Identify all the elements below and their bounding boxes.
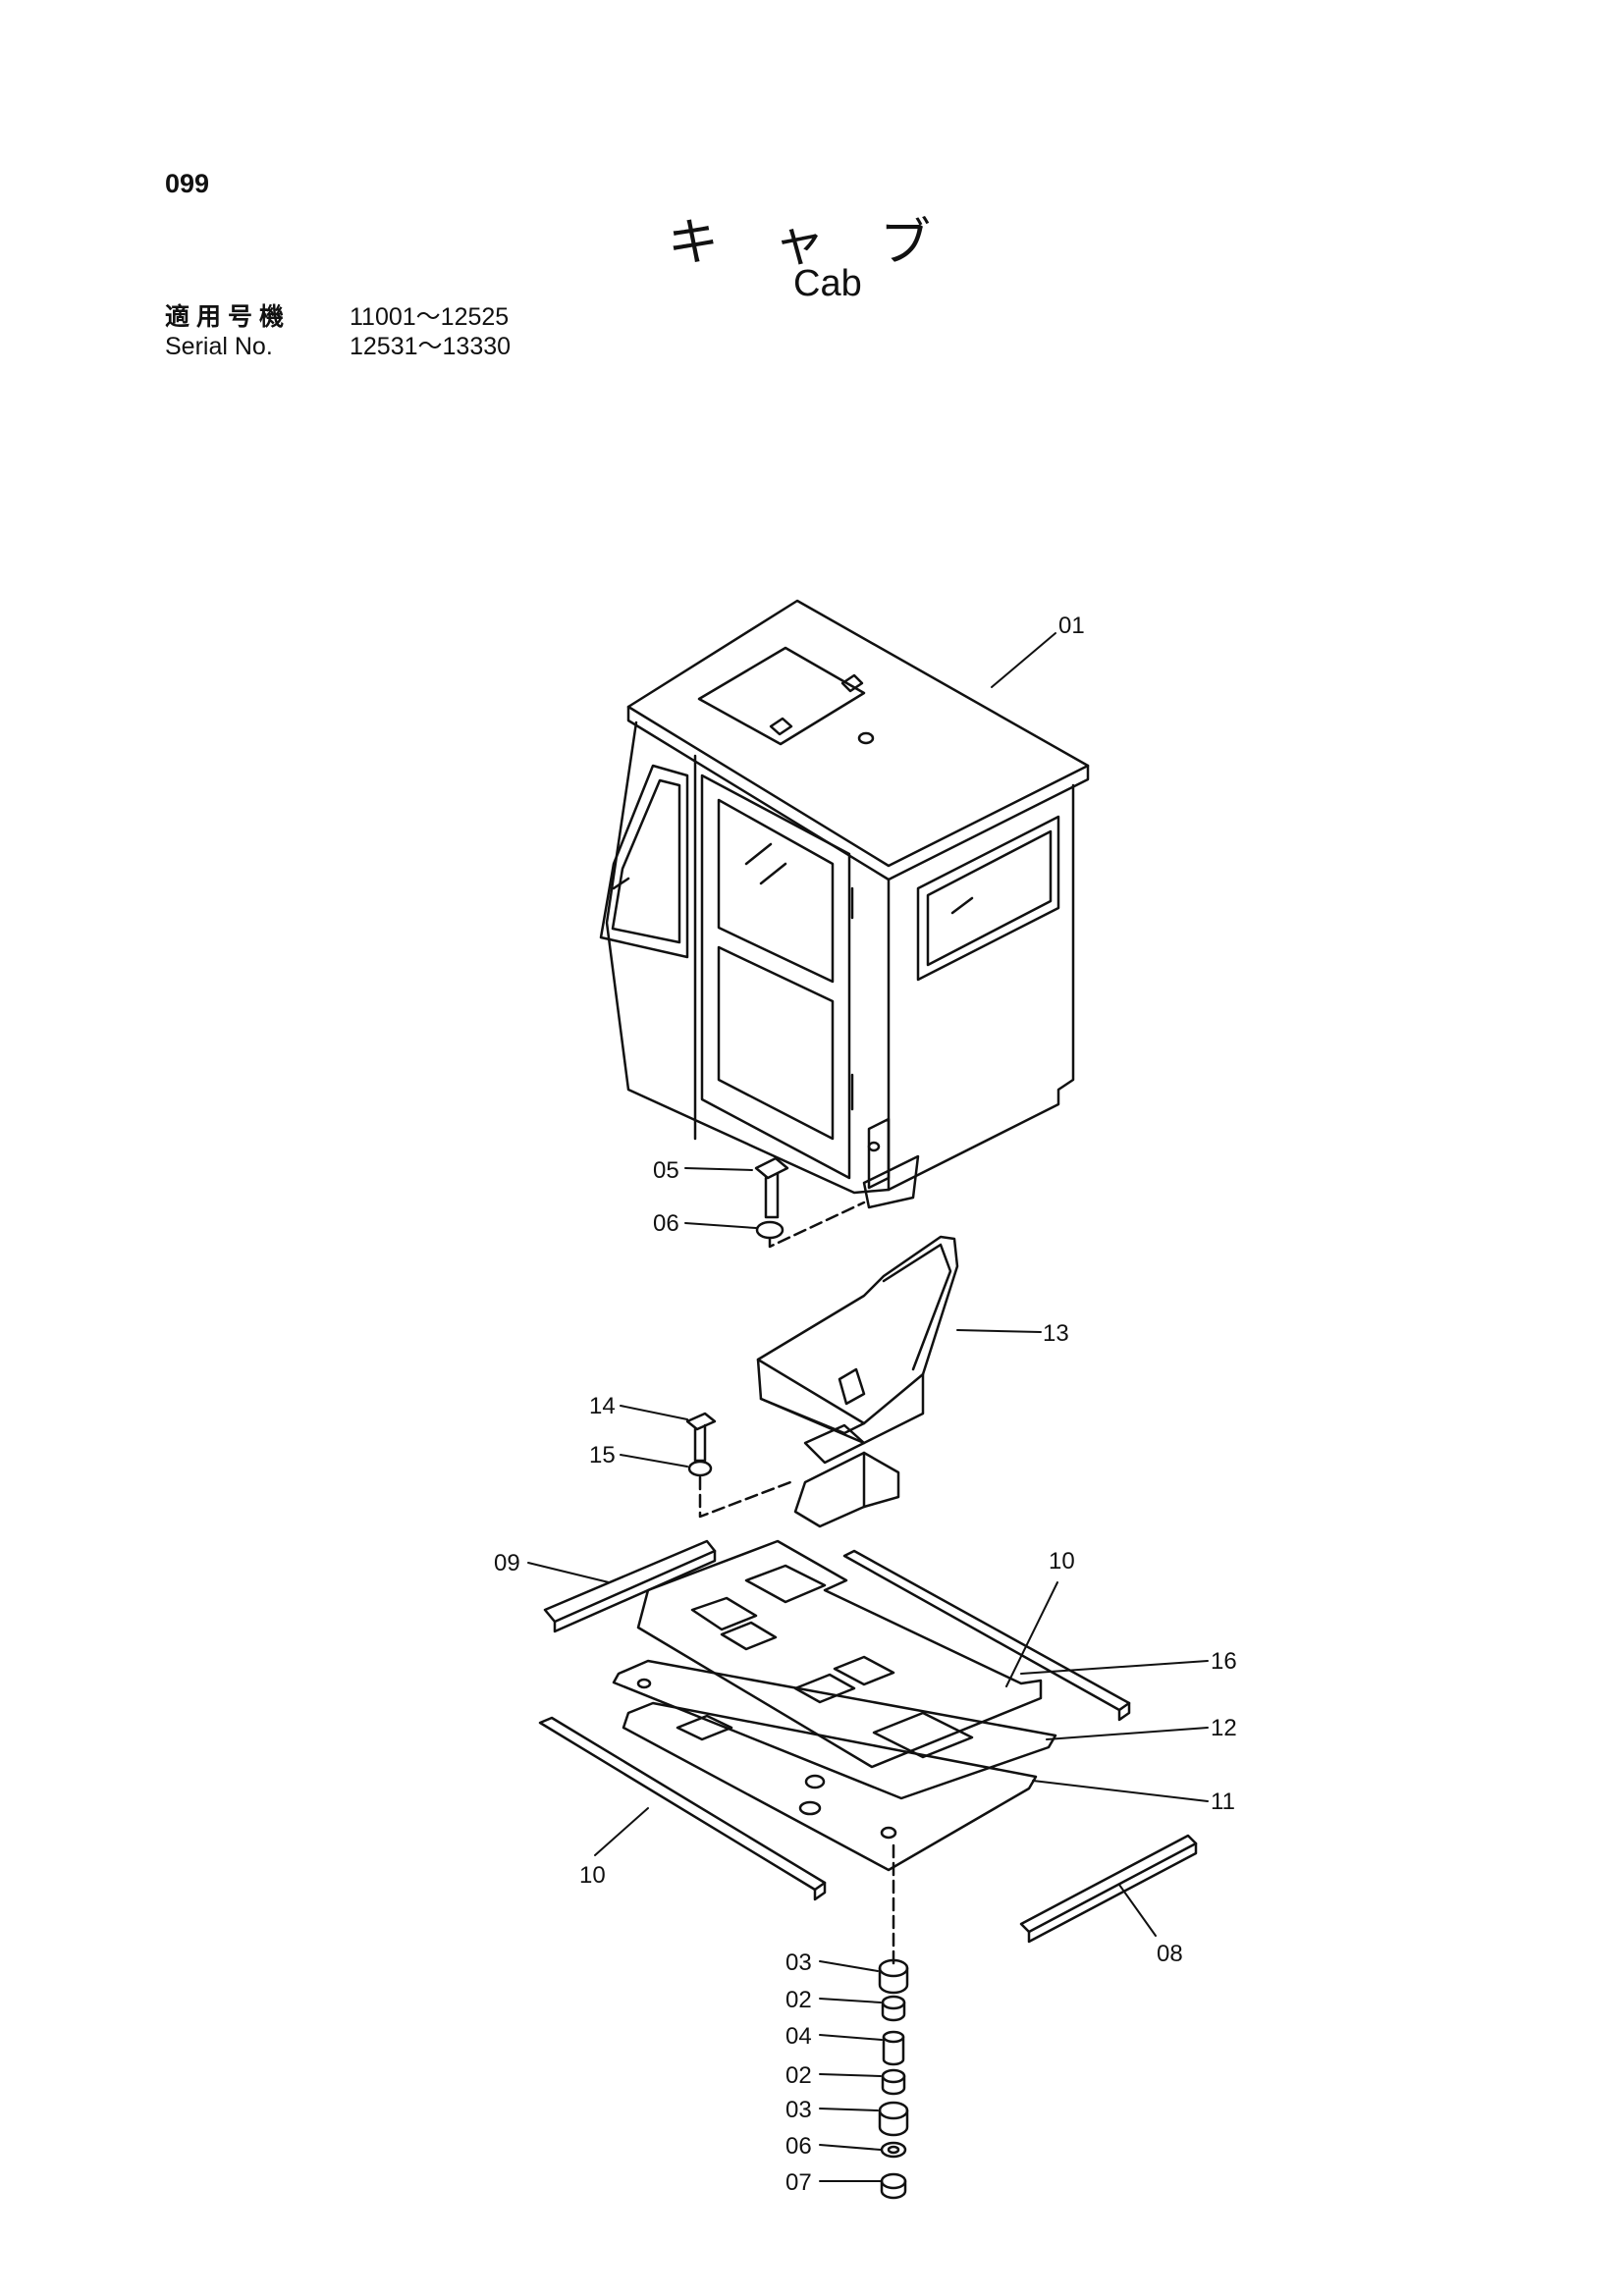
- seat-bolt-14: [685, 1412, 717, 1463]
- seat-mount-leader: [698, 1475, 792, 1519]
- cab-mount-leader: [768, 1201, 866, 1249]
- serial-number-block: 適用号機 11001～12525 Serial No. 12531～13330: [165, 302, 511, 361]
- floor-plate-12: [612, 1659, 1057, 1800]
- callout-04: 04: [785, 2023, 812, 2050]
- callout-06: 06: [653, 1210, 679, 1237]
- callout-15: 15: [589, 1442, 616, 1468]
- cab-assembly: [599, 599, 1090, 1209]
- serial-row-2: Serial No. 12531～13330: [165, 332, 511, 361]
- callout-07: 07: [785, 2169, 812, 2196]
- callout-02-upper: 02: [785, 1987, 812, 2013]
- operator-seat: [756, 1235, 959, 1528]
- callout-01: 01: [1058, 613, 1085, 639]
- cab-washer-06: [755, 1220, 784, 1240]
- callout-10-lower: 10: [579, 1862, 606, 1889]
- title-english: Cab: [793, 263, 862, 304]
- seat-washer-15: [687, 1460, 713, 1477]
- callout-06-lower: 06: [785, 2133, 812, 2160]
- floor-rail-10-upper: [842, 1549, 1131, 1722]
- floor-base-11: [622, 1701, 1038, 1872]
- callout-12: 12: [1211, 1715, 1237, 1741]
- title-japanese: キャブ: [668, 214, 987, 273]
- callout-03-upper: 03: [785, 1949, 812, 1976]
- floor-rail-09: [543, 1539, 717, 1633]
- callout-11: 11: [1211, 1789, 1235, 1815]
- callout-03-lower: 03: [785, 2097, 812, 2123]
- callout-09: 09: [494, 1550, 520, 1576]
- callout-05: 05: [653, 1157, 679, 1184]
- callout-13: 13: [1043, 1320, 1069, 1347]
- page-number: 099: [165, 169, 210, 198]
- serial-label-jp: 適用号機: [165, 303, 292, 331]
- callout-02-lower: 02: [785, 2062, 812, 2089]
- floor-mat-16: [636, 1539, 1043, 1769]
- serial-range-2: 12531～13330: [350, 333, 512, 360]
- mount-stack: [878, 1958, 909, 2200]
- floor-rail-08: [1019, 1834, 1198, 1944]
- serial-label-en: Serial No.: [165, 333, 273, 360]
- cab-bolt-05: [754, 1156, 789, 1219]
- callout-labels: 01 05 06 13 14 15 09 10 16 12 11 10 08 0…: [494, 613, 1237, 2196]
- serial-range-1: 11001～12525: [350, 303, 510, 331]
- callout-10-upper: 10: [1049, 1548, 1075, 1575]
- leader-lines: [527, 632, 1209, 2182]
- serial-row-1: 適用号機 11001～12525: [165, 302, 511, 332]
- callout-08: 08: [1157, 1941, 1183, 1967]
- callout-14: 14: [589, 1393, 616, 1419]
- callout-16: 16: [1211, 1648, 1237, 1675]
- floor-rail-10-lower: [538, 1716, 827, 1901]
